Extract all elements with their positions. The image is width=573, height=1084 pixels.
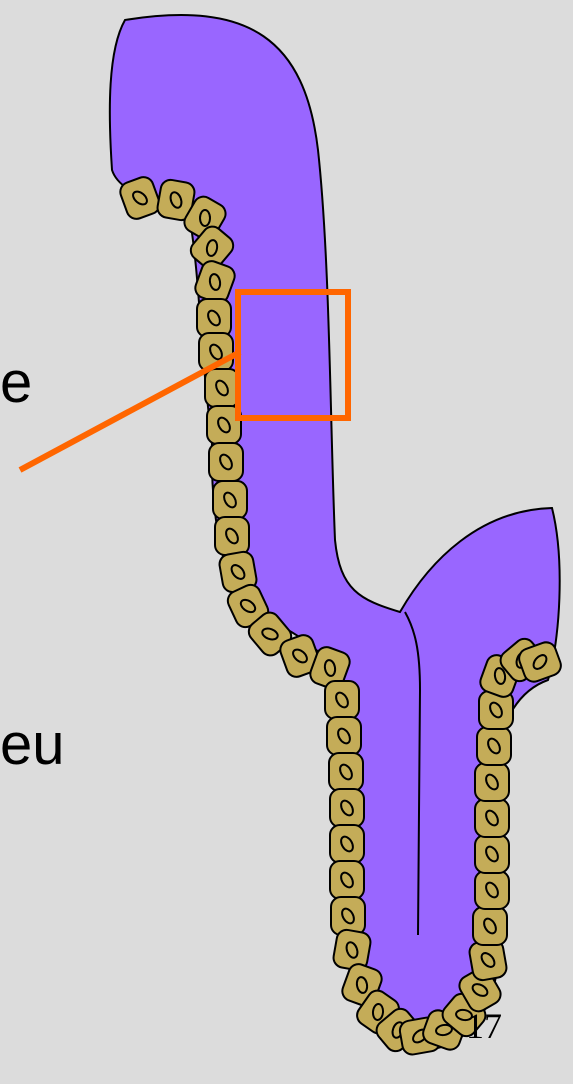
epithelial-cell	[209, 443, 243, 481]
epithelial-cell	[329, 753, 363, 791]
epithelial-cell	[330, 861, 364, 899]
slide-number: 17	[466, 1008, 502, 1044]
epithelial-cell	[475, 763, 509, 801]
epithelial-cell	[475, 835, 509, 873]
cell-nucleus	[200, 210, 210, 226]
epithelial-cell	[327, 717, 361, 755]
epithelial-cell	[477, 727, 511, 765]
epithelial-cell	[325, 681, 359, 719]
epithelial-cell	[330, 825, 364, 863]
epithelial-cell	[197, 299, 231, 337]
label-lower: eu	[0, 716, 65, 774]
epithelial-cell	[475, 799, 509, 837]
epithelial-cell	[332, 928, 372, 971]
epithelial-cell	[213, 481, 247, 519]
label-upper: e	[0, 354, 32, 412]
epithelial-cell	[215, 517, 249, 555]
epithelial-cell	[205, 369, 239, 407]
epithelial-cell	[475, 871, 509, 909]
epithelial-cell	[473, 907, 507, 945]
cell-nucleus	[372, 1004, 383, 1021]
pointer-line	[20, 352, 240, 470]
epithelial-cell	[330, 789, 364, 827]
